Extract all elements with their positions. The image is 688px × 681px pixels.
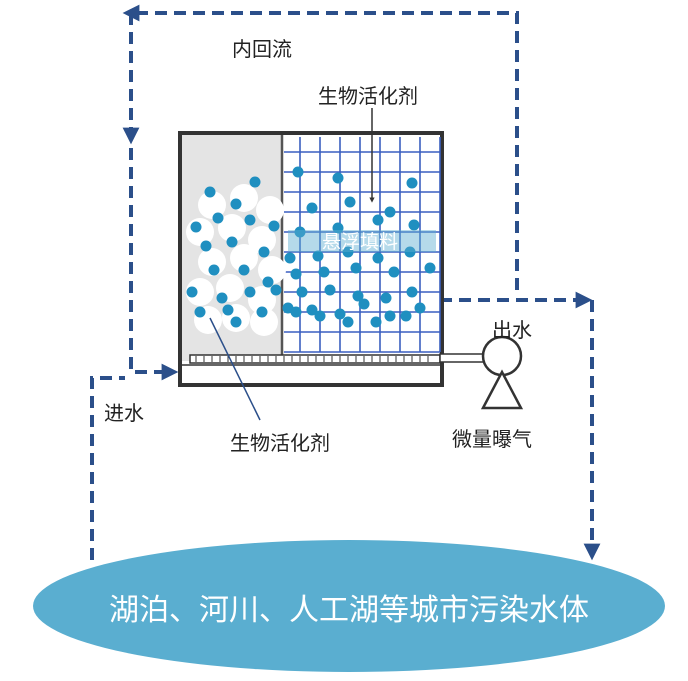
activator-particle: [256, 306, 268, 318]
activator-particle: [400, 310, 412, 322]
activator-particle: [318, 266, 330, 278]
activator-particle: [290, 268, 302, 280]
activator-particle: [414, 302, 426, 314]
activator-particle: [306, 202, 318, 214]
aeration-pump-icon: [480, 335, 524, 410]
activator-particle: [384, 310, 396, 322]
activator-particle: [332, 172, 344, 184]
inlet-label: 进水: [104, 401, 144, 425]
carrier-ball: [256, 196, 284, 224]
activator-particle: [370, 316, 382, 328]
activator-particle: [290, 306, 302, 318]
reactor-tank: [178, 131, 444, 387]
internal-reflux-line: [122, 4, 519, 290]
activator-particle: [332, 222, 344, 234]
activator-bottom-pointer: [209, 317, 261, 421]
activator-particle: [358, 298, 370, 310]
activator-particle: [200, 240, 212, 252]
filler-label: 悬浮填料: [322, 231, 398, 253]
activator-particle: [244, 214, 256, 226]
activator-particle: [388, 266, 400, 278]
activator-particle: [372, 252, 384, 264]
activator-particle: [212, 212, 224, 224]
activator-particle: [222, 304, 234, 316]
activator-particle: [238, 264, 250, 276]
outlet-label: 出水: [492, 318, 532, 342]
activator-particle: [314, 310, 326, 322]
activator-particle: [424, 262, 436, 274]
activator-particle: [262, 276, 274, 288]
activator-particle: [292, 166, 304, 178]
activator-particle: [408, 219, 420, 231]
activator-particle: [380, 292, 392, 304]
carrier-ball: [230, 244, 258, 272]
activator-particle: [230, 198, 242, 210]
inlet-line: [90, 376, 125, 560]
activator-particle: [204, 186, 216, 198]
activator-particle: [284, 252, 296, 264]
activator-particle: [312, 250, 324, 262]
activator-particle: [342, 246, 354, 258]
activator-particle: [406, 286, 418, 298]
activator-particle: [296, 286, 308, 298]
carrier-ball: [198, 191, 226, 219]
carrier-ball: [258, 256, 286, 284]
bio-activator-top-label: 生物活化剂: [318, 84, 418, 108]
activator-particle: [230, 316, 242, 328]
carrier-ball: [248, 226, 276, 254]
carrier-balls: [186, 184, 286, 336]
activator-particle: [372, 214, 384, 226]
activator-particle: [208, 264, 220, 276]
bio-activator-bottom-label: 生物活化剂: [230, 431, 330, 455]
reflux-into-tank-line: [129, 148, 179, 381]
activator-particle: [384, 206, 396, 218]
carrier-ball: [218, 214, 246, 242]
activator-particle: [258, 246, 270, 258]
carrier-ball: [250, 308, 278, 336]
activator-particle: [249, 176, 261, 188]
aeration-pipe-holes: [195, 356, 429, 362]
activator-particle: [350, 262, 362, 274]
water-body-label: 湖泊、河川、人工湖等城市污染水体: [109, 593, 589, 628]
activator-particle: [334, 308, 346, 320]
activator-particle: [294, 226, 306, 238]
activator-particle: [226, 236, 238, 248]
activator-particle: [186, 286, 198, 298]
activator-particles: [186, 166, 436, 328]
activator-particle: [270, 284, 282, 296]
water-body: [33, 540, 665, 672]
micro-aeration-label: 微量曝气: [452, 427, 532, 451]
activator-particle: [352, 290, 364, 302]
activator-particle: [268, 220, 280, 232]
filler-label-band: [288, 230, 436, 252]
activator-particle: [190, 221, 202, 233]
activator-particle: [244, 286, 256, 298]
activator-particle: [216, 292, 228, 304]
activator-particle: [406, 177, 418, 189]
activator-particle: [404, 246, 416, 258]
activator-particle: [194, 306, 206, 318]
internal-reflux-label: 内回流: [232, 37, 292, 61]
activator-particle: [344, 196, 356, 208]
activator-particle: [324, 284, 336, 296]
activator-particle: [306, 304, 318, 316]
carrier-ball: [186, 278, 214, 306]
carrier-ball: [186, 218, 214, 246]
activator-particle: [342, 316, 354, 328]
